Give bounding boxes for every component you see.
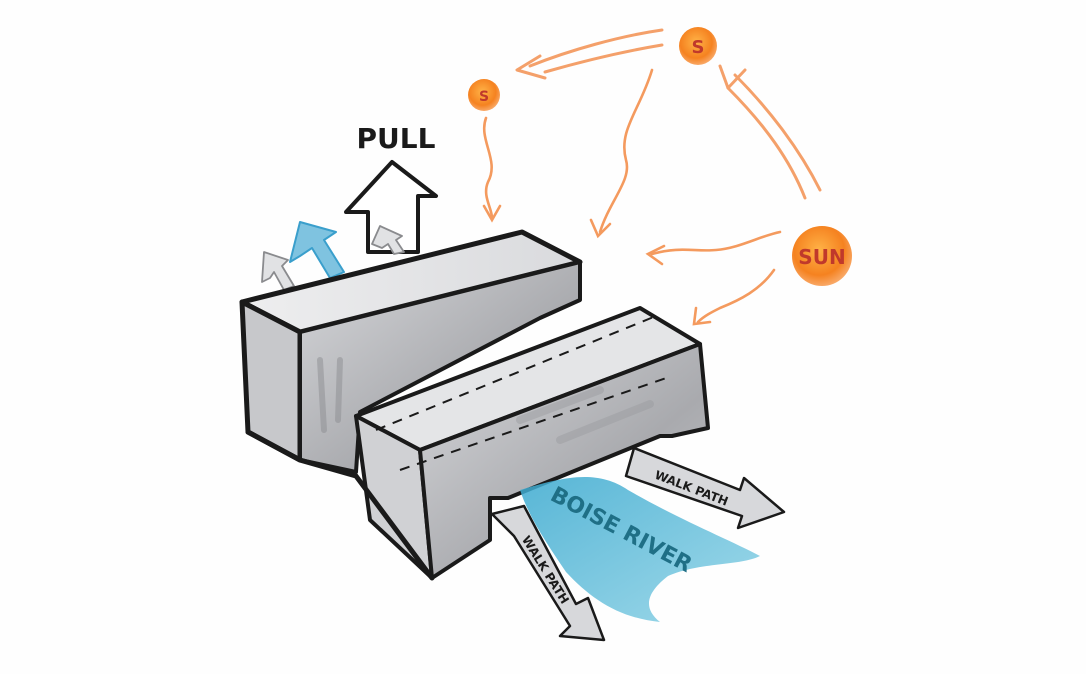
sun-icon [679,27,717,65]
wind-arrows [261,221,405,291]
sun-ray-arrows [482,68,782,326]
sun-large-label: SUN [798,245,845,269]
boise-river [520,476,760,622]
sun-icon [792,226,852,286]
walk-path-arrow-icon [624,446,786,530]
sun-path-arcs [515,28,822,200]
sun-small-label: S [479,89,489,105]
walk-path-arrow-icon [490,504,606,642]
sun-small: S [468,79,500,111]
sun-large: SUN [792,226,852,286]
pull-label: PULL [357,122,436,155]
sun-medium-label: S [692,37,705,58]
gray-arrow-icon [261,251,295,291]
sun-medium: S [679,27,717,65]
gray-arrow-icon [371,225,405,255]
building-massing [239,229,710,581]
blue-arrow-icon [289,221,345,279]
sun-icon [468,79,500,111]
